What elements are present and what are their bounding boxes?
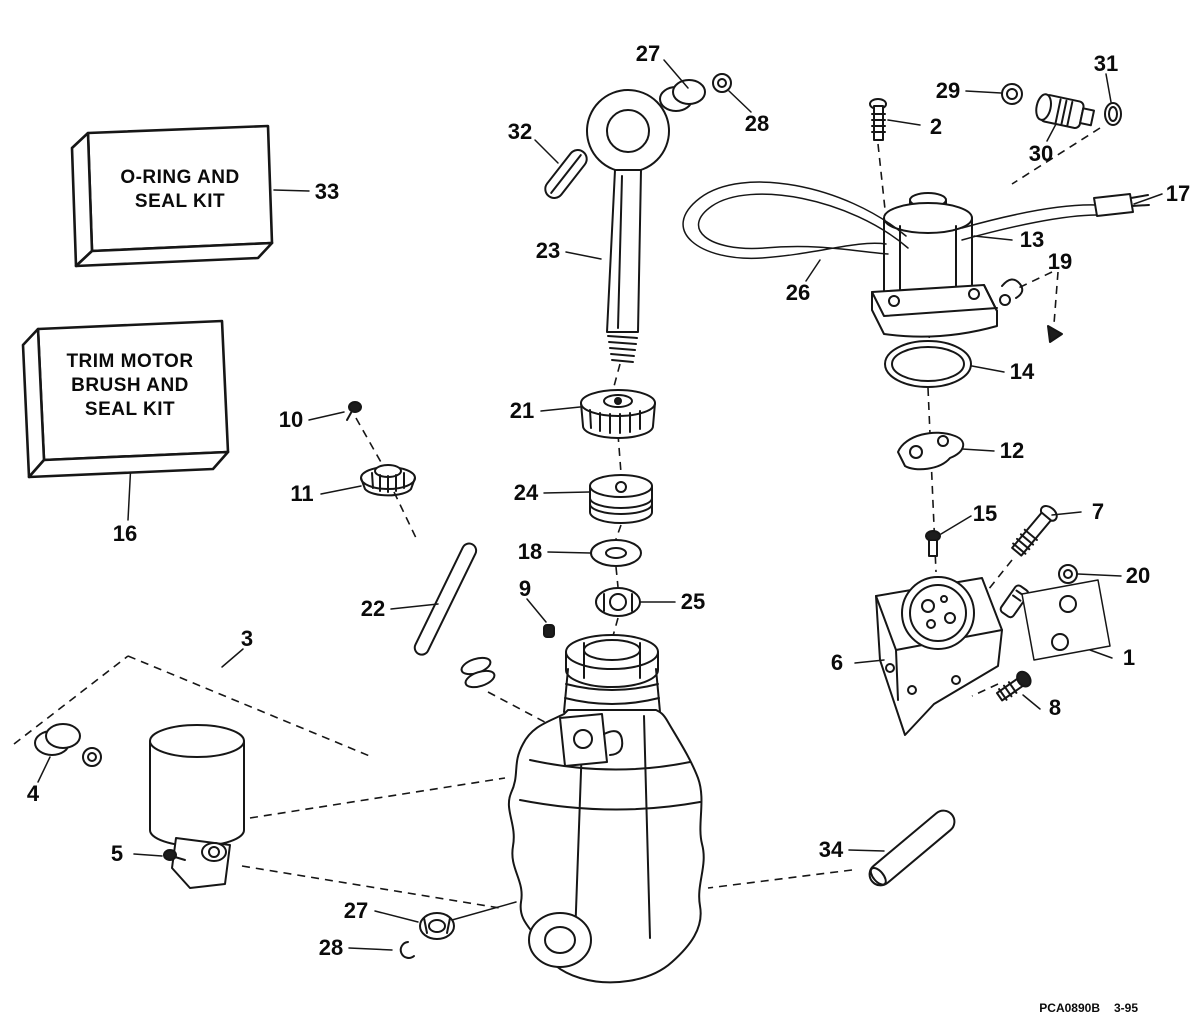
footer-part-code: PCA0890B <box>1039 1001 1100 1015</box>
callout-34: 34 <box>819 837 844 862</box>
ring-29 <box>1001 83 1023 105</box>
rod-34 <box>868 809 956 887</box>
spool-24 <box>589 474 653 524</box>
callout-27-upper: 27 <box>636 41 660 66</box>
callout-4: 4 <box>27 781 40 806</box>
callout-1: 1 <box>1123 645 1135 670</box>
callout-labels: 27 28 29 31 30 2 32 17 33 13 23 26 19 14… <box>27 41 1190 960</box>
kit-box-oring-seal <box>70 124 274 268</box>
kit-box-trim-line2: BRUSH AND <box>71 375 189 396</box>
callout-10: 10 <box>279 407 303 432</box>
callout-29: 29 <box>936 78 960 103</box>
callout-30: 30 <box>1029 141 1053 166</box>
callout-31: 31 <box>1094 51 1118 76</box>
bracket-12 <box>897 431 965 471</box>
callout-33: 33 <box>315 179 339 204</box>
callout-28-upper: 28 <box>745 111 769 136</box>
callout-7: 7 <box>1092 499 1104 524</box>
footer-date-code: 3-95 <box>1114 1001 1138 1015</box>
end-cap-21 <box>580 389 656 439</box>
callout-15: 15 <box>973 501 997 526</box>
leader-lines <box>37 59 1163 951</box>
callout-22: 22 <box>361 596 385 621</box>
callout-12: 12 <box>1000 438 1024 463</box>
callout-13: 13 <box>1020 227 1044 252</box>
bolt-8 <box>995 670 1032 702</box>
pin-32 <box>544 149 588 199</box>
kit-box-oring-line2: SEAL KIT <box>135 191 225 212</box>
parts-drawing <box>34 73 1150 984</box>
callout-19: 19 <box>1048 249 1072 274</box>
callout-24: 24 <box>514 480 539 505</box>
oring-14 <box>884 340 972 388</box>
callout-28-lower: 28 <box>319 935 343 960</box>
clip-28-lower <box>399 941 415 959</box>
callout-21: 21 <box>510 398 534 423</box>
callout-26: 26 <box>786 280 810 305</box>
callout-9: 9 <box>519 576 531 601</box>
nut-25 <box>595 587 641 617</box>
kit-box-trim-line1: TRIM MOTOR <box>66 351 193 372</box>
callout-5: 5 <box>111 841 123 866</box>
valve-30 <box>1035 93 1095 129</box>
kit-box-trim-line3: SEAL KIT <box>85 399 175 420</box>
manifold-6 <box>875 576 1003 736</box>
washer-18 <box>590 539 642 567</box>
assembly-guide-lines <box>13 127 1101 909</box>
callout-3: 3 <box>241 626 253 651</box>
callout-18: 18 <box>518 539 542 564</box>
tilt-rod <box>586 89 670 363</box>
bushings-4 <box>34 723 102 767</box>
callout-32: 32 <box>508 119 532 144</box>
callout-23: 23 <box>536 238 560 263</box>
shaft-22 <box>413 542 496 689</box>
pins-19 <box>999 278 1063 343</box>
cylinder-housing <box>507 634 705 984</box>
callout-25: 25 <box>681 589 705 614</box>
callout-20: 20 <box>1126 563 1150 588</box>
screw-2 <box>869 98 887 141</box>
screw-10 <box>346 401 362 421</box>
oring-20 <box>1058 564 1078 584</box>
wire-harness-26 <box>682 181 1098 260</box>
callout-17: 17 <box>1166 181 1190 206</box>
gasket-plate-1 <box>999 579 1111 661</box>
callout-27-lower: 27 <box>344 898 368 923</box>
callout-2: 2 <box>930 114 942 139</box>
callout-16: 16 <box>113 521 137 546</box>
reservoir <box>149 724 245 889</box>
ring-28-upper <box>712 73 732 93</box>
callout-14: 14 <box>1010 359 1035 384</box>
bolt-7 <box>1011 505 1058 557</box>
bushing-27-upper <box>659 79 706 112</box>
trim-motor-13 <box>871 192 998 338</box>
callout-8: 8 <box>1049 695 1061 720</box>
ring-27-lower <box>419 901 517 940</box>
callout-11: 11 <box>290 481 313 506</box>
pin-9 <box>543 624 555 638</box>
ribbed-cap-11 <box>360 464 416 497</box>
kit-box-oring-line1: O-RING AND <box>120 167 239 188</box>
callout-6: 6 <box>831 650 843 675</box>
connector-17 <box>1093 193 1150 217</box>
kit-box-trim-motor <box>21 319 230 479</box>
oring-31 <box>1104 102 1122 126</box>
bolt-15 <box>925 530 941 557</box>
screw-5 <box>163 849 186 861</box>
